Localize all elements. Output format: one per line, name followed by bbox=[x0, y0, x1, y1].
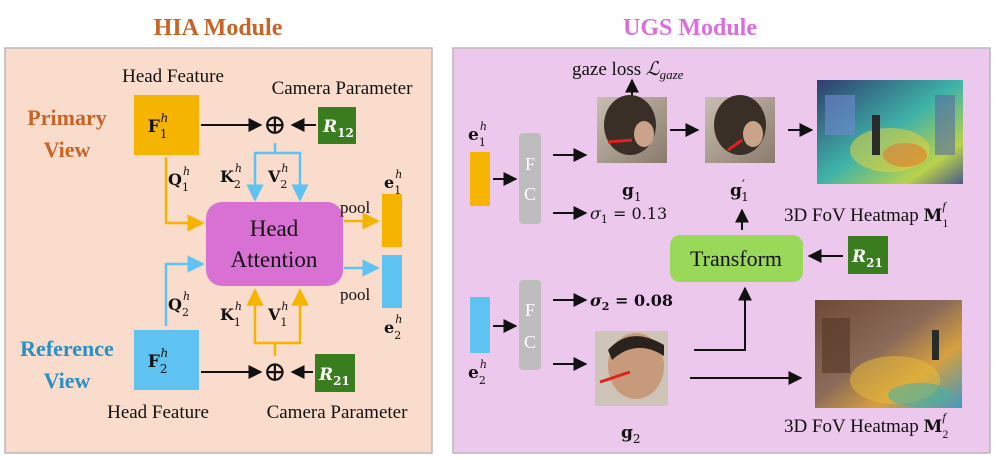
F1-label: F1h bbox=[148, 111, 168, 141]
arrow-oplus-to-v1 bbox=[275, 288, 309, 345]
e1-label: e1h bbox=[384, 168, 402, 197]
circled-plus-icon: ⊕ bbox=[263, 355, 286, 388]
k2-label: K2h bbox=[220, 162, 242, 191]
head-feature-label-bottom: Head Feature bbox=[107, 402, 209, 423]
pool-label-top: pool bbox=[340, 198, 371, 217]
circled-plus-icon: ⊕ bbox=[263, 108, 286, 141]
q2-label: Q2h bbox=[168, 290, 190, 319]
ugs-e1-bar bbox=[470, 152, 490, 206]
fc-block-top bbox=[519, 133, 541, 224]
r12-box bbox=[318, 107, 356, 144]
fc-top-F: F bbox=[525, 154, 535, 174]
k1-label: K1h bbox=[220, 300, 242, 329]
transform-label: Transform bbox=[690, 246, 782, 271]
gaze-loss-label: gaze loss ℒgaze bbox=[572, 59, 684, 82]
e2-bar bbox=[382, 255, 402, 308]
arrow-oplus-to-v2 bbox=[275, 151, 309, 202]
hia-title: HIA Module bbox=[154, 15, 283, 41]
F2-label: F2h bbox=[148, 346, 168, 376]
reference-view-label-line1: Reference bbox=[20, 336, 114, 361]
fc-bottom-C: C bbox=[524, 332, 536, 352]
camera-parameter-label-top: Camera Parameter bbox=[272, 78, 414, 99]
fc-bottom-F: F bbox=[525, 300, 535, 320]
g1-head-photo bbox=[597, 95, 667, 163]
sigma1-label: σ1 = 0.13 bbox=[590, 204, 667, 226]
head-attention-box bbox=[206, 202, 343, 286]
e1-bar bbox=[382, 194, 402, 247]
ugs-e2-bar bbox=[470, 297, 490, 353]
r12-label: R12 bbox=[322, 117, 354, 140]
sigma2-label: σ2 = 0.08 bbox=[590, 291, 673, 313]
arrow-g2-to-transform bbox=[694, 286, 752, 351]
camera-parameter-label-bottom: Camera Parameter bbox=[267, 402, 409, 423]
r21-box-right bbox=[848, 236, 888, 274]
pool-label-bottom: pool bbox=[340, 285, 371, 304]
v1-label: V1h bbox=[267, 300, 289, 329]
g1-prime-head-photo bbox=[705, 95, 775, 163]
r21-box-left bbox=[315, 354, 355, 392]
reference-head-feature-box bbox=[134, 330, 199, 390]
g2-head-photo bbox=[595, 331, 668, 406]
heatmap-top-image bbox=[817, 80, 963, 184]
r21-label-left: R21 bbox=[318, 365, 350, 388]
e2-label: e2h bbox=[384, 313, 402, 342]
arrow-oplus-to-k2 bbox=[246, 143, 277, 202]
reference-view-label-line2: View bbox=[44, 368, 91, 393]
g1-label: g1 bbox=[622, 181, 642, 204]
head-attention-line1: Head bbox=[250, 216, 299, 241]
arrow-f2-to-attention bbox=[164, 255, 205, 326]
heatmap-bottom-image bbox=[815, 300, 962, 408]
arrow-oplus-to-k1 bbox=[246, 288, 277, 356]
head-attention-line2: Attention bbox=[231, 247, 318, 272]
ugs-e2-label: e2h bbox=[468, 358, 487, 387]
primary-head-feature-box bbox=[134, 95, 199, 155]
fc-top-C: C bbox=[524, 184, 536, 204]
fc-block-bottom bbox=[519, 280, 541, 370]
primary-view-label-line2: View bbox=[44, 137, 91, 162]
q1-label: Q1h bbox=[168, 165, 190, 194]
ugs-title: UGS Module bbox=[623, 15, 757, 41]
ugs-e1-label: e1h bbox=[468, 120, 487, 149]
v2-label: V2h bbox=[267, 162, 289, 191]
g1-prime-label: g′1 bbox=[730, 178, 749, 204]
arrow-f1-to-attention bbox=[164, 157, 205, 232]
heatmap-top-label: 3D FoV Heatmap M1f bbox=[784, 199, 948, 230]
transform-box bbox=[670, 235, 803, 282]
primary-view-label-line1: Primary bbox=[27, 105, 106, 130]
r21-label-right: R21 bbox=[851, 247, 883, 270]
heatmap-bottom-label: 3D FoV Heatmap M2f bbox=[784, 410, 948, 441]
g2-label: g2 bbox=[621, 423, 641, 446]
head-feature-label-top: Head Feature bbox=[122, 66, 224, 87]
